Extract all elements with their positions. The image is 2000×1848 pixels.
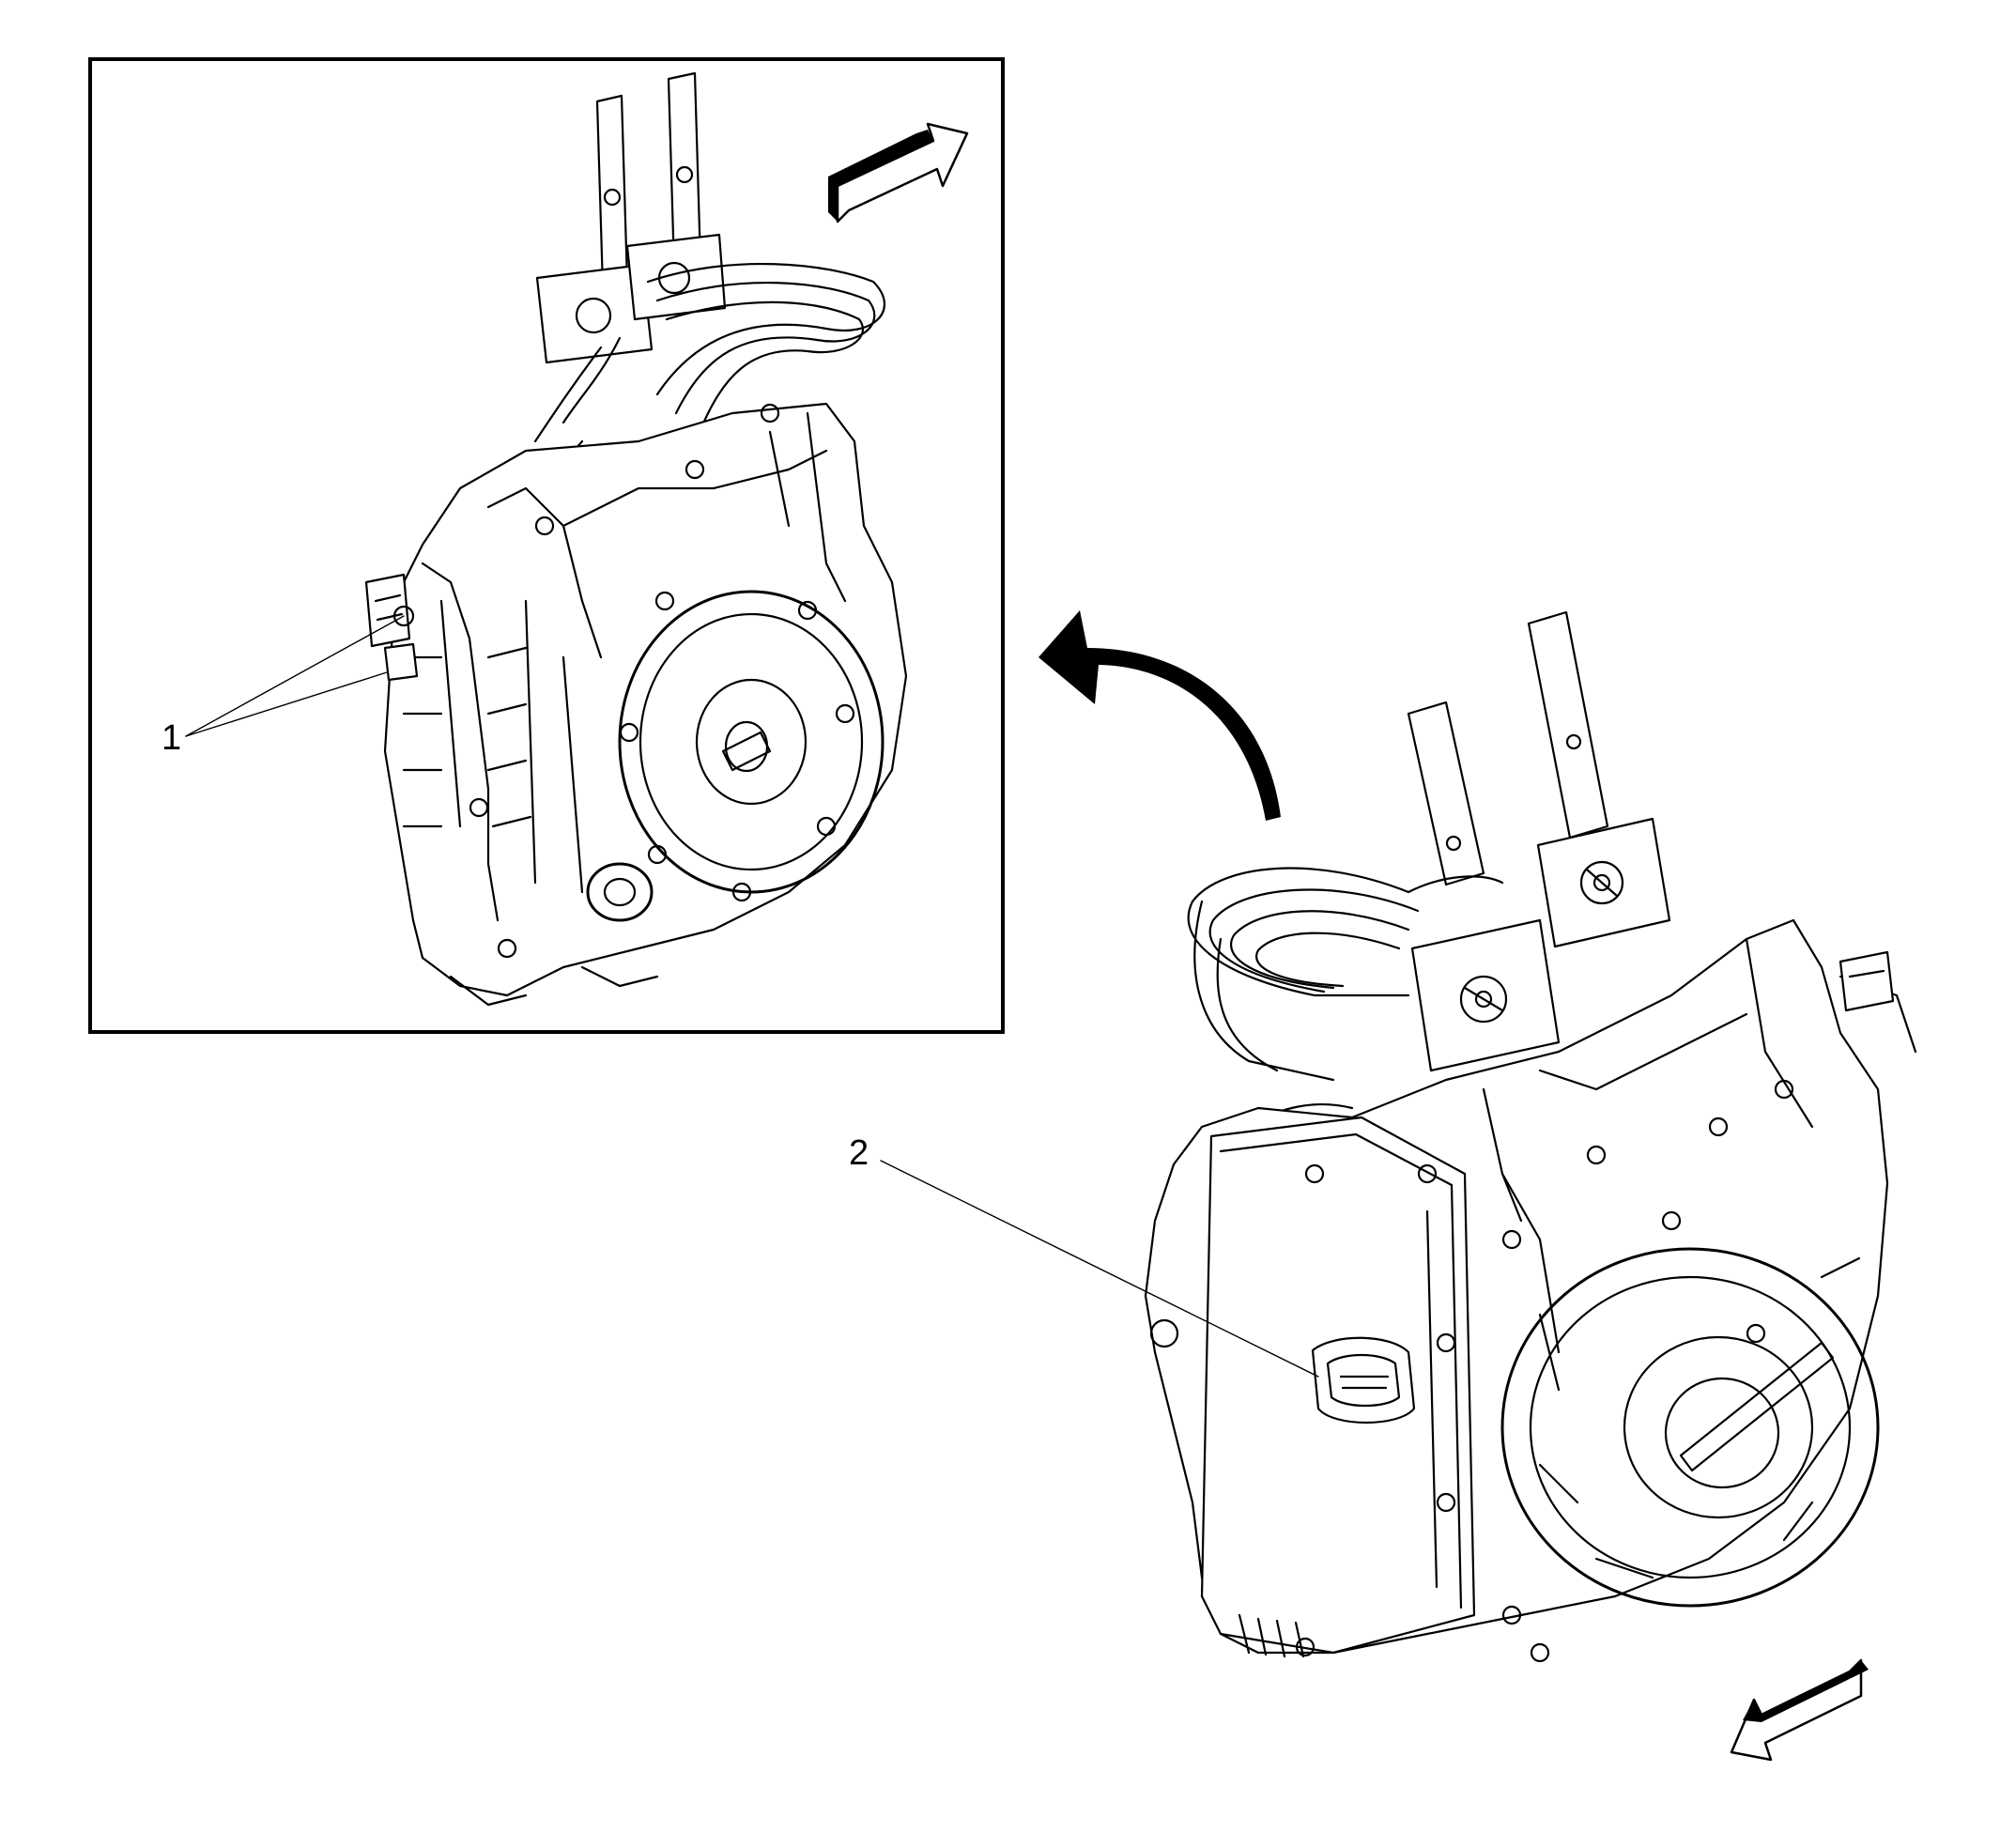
- callout-1: 1: [162, 615, 405, 758]
- inset-detail-view: 1: [88, 57, 1005, 1034]
- main-lift-brackets: [1407, 610, 1609, 886]
- rotate-view-arrow-icon: [1038, 610, 1281, 821]
- inset-lift-brackets: [595, 71, 702, 289]
- main-view-direction-arrow-icon: [1730, 1658, 1869, 1762]
- main-hv-connectors: [1410, 817, 1671, 1072]
- callout-2: 2: [849, 1133, 1319, 1378]
- inset-view-direction-arrow-icon: [828, 122, 969, 223]
- callout-2-label: 2: [849, 1133, 869, 1173]
- inset-hv-connectors: [535, 233, 727, 364]
- main-transmission-case: [1144, 918, 1917, 1663]
- inset-transmission-illustration: [364, 71, 908, 1007]
- inset-transmission-case: [364, 402, 908, 1007]
- callout-1-label: 1: [162, 718, 181, 758]
- main-transmission-illustration: [1144, 610, 1917, 1663]
